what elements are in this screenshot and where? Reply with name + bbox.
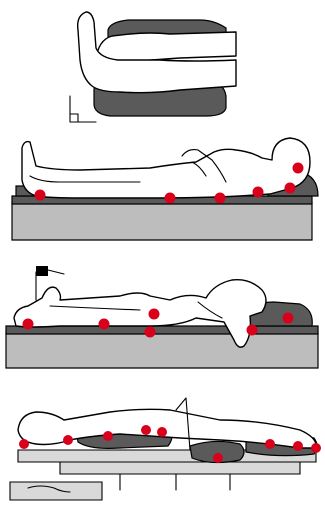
face-board	[10, 482, 102, 500]
pressure-point-marker	[149, 309, 160, 320]
supine-body	[22, 138, 310, 198]
far-leg	[96, 32, 236, 63]
mattress-top	[6, 326, 318, 334]
pressure-point-marker	[285, 183, 296, 194]
panel-prone	[10, 398, 321, 500]
pressure-point-marker	[283, 313, 294, 324]
pressure-point-marker	[253, 187, 264, 198]
pressure-point-marker	[19, 439, 29, 449]
pressure-point-marker	[293, 441, 303, 451]
panel-lateral	[6, 266, 318, 368]
pressure-point-marker	[23, 319, 34, 330]
pressure-point-marker	[165, 193, 176, 204]
pressure-point-marker	[103, 431, 113, 441]
panel-supine	[12, 138, 318, 240]
pressure-point-marker	[35, 190, 46, 201]
pressure-point-marker	[213, 453, 223, 463]
pressure-point-marker	[215, 193, 226, 204]
table-base	[60, 462, 300, 474]
flag-marker-icon	[36, 266, 48, 276]
pressure-point-marker	[141, 425, 151, 435]
flag-line	[48, 270, 64, 274]
mattress-side	[6, 332, 318, 368]
right-angle-box	[70, 114, 78, 122]
table-legs	[120, 474, 230, 490]
pressure-point-marker	[247, 325, 258, 336]
pressure-point-marker	[265, 439, 275, 449]
mattress-side	[12, 202, 312, 240]
pressure-point-marker	[157, 427, 167, 437]
pressure-point-marker	[99, 319, 110, 330]
panel-heel-elevation	[70, 12, 236, 122]
pressure-point-marker	[145, 327, 156, 338]
right-angle-marker-icon	[70, 96, 96, 122]
pressure-point-marker	[293, 163, 304, 174]
pressure-point-marker	[311, 443, 321, 453]
pressure-point-marker	[63, 435, 73, 445]
